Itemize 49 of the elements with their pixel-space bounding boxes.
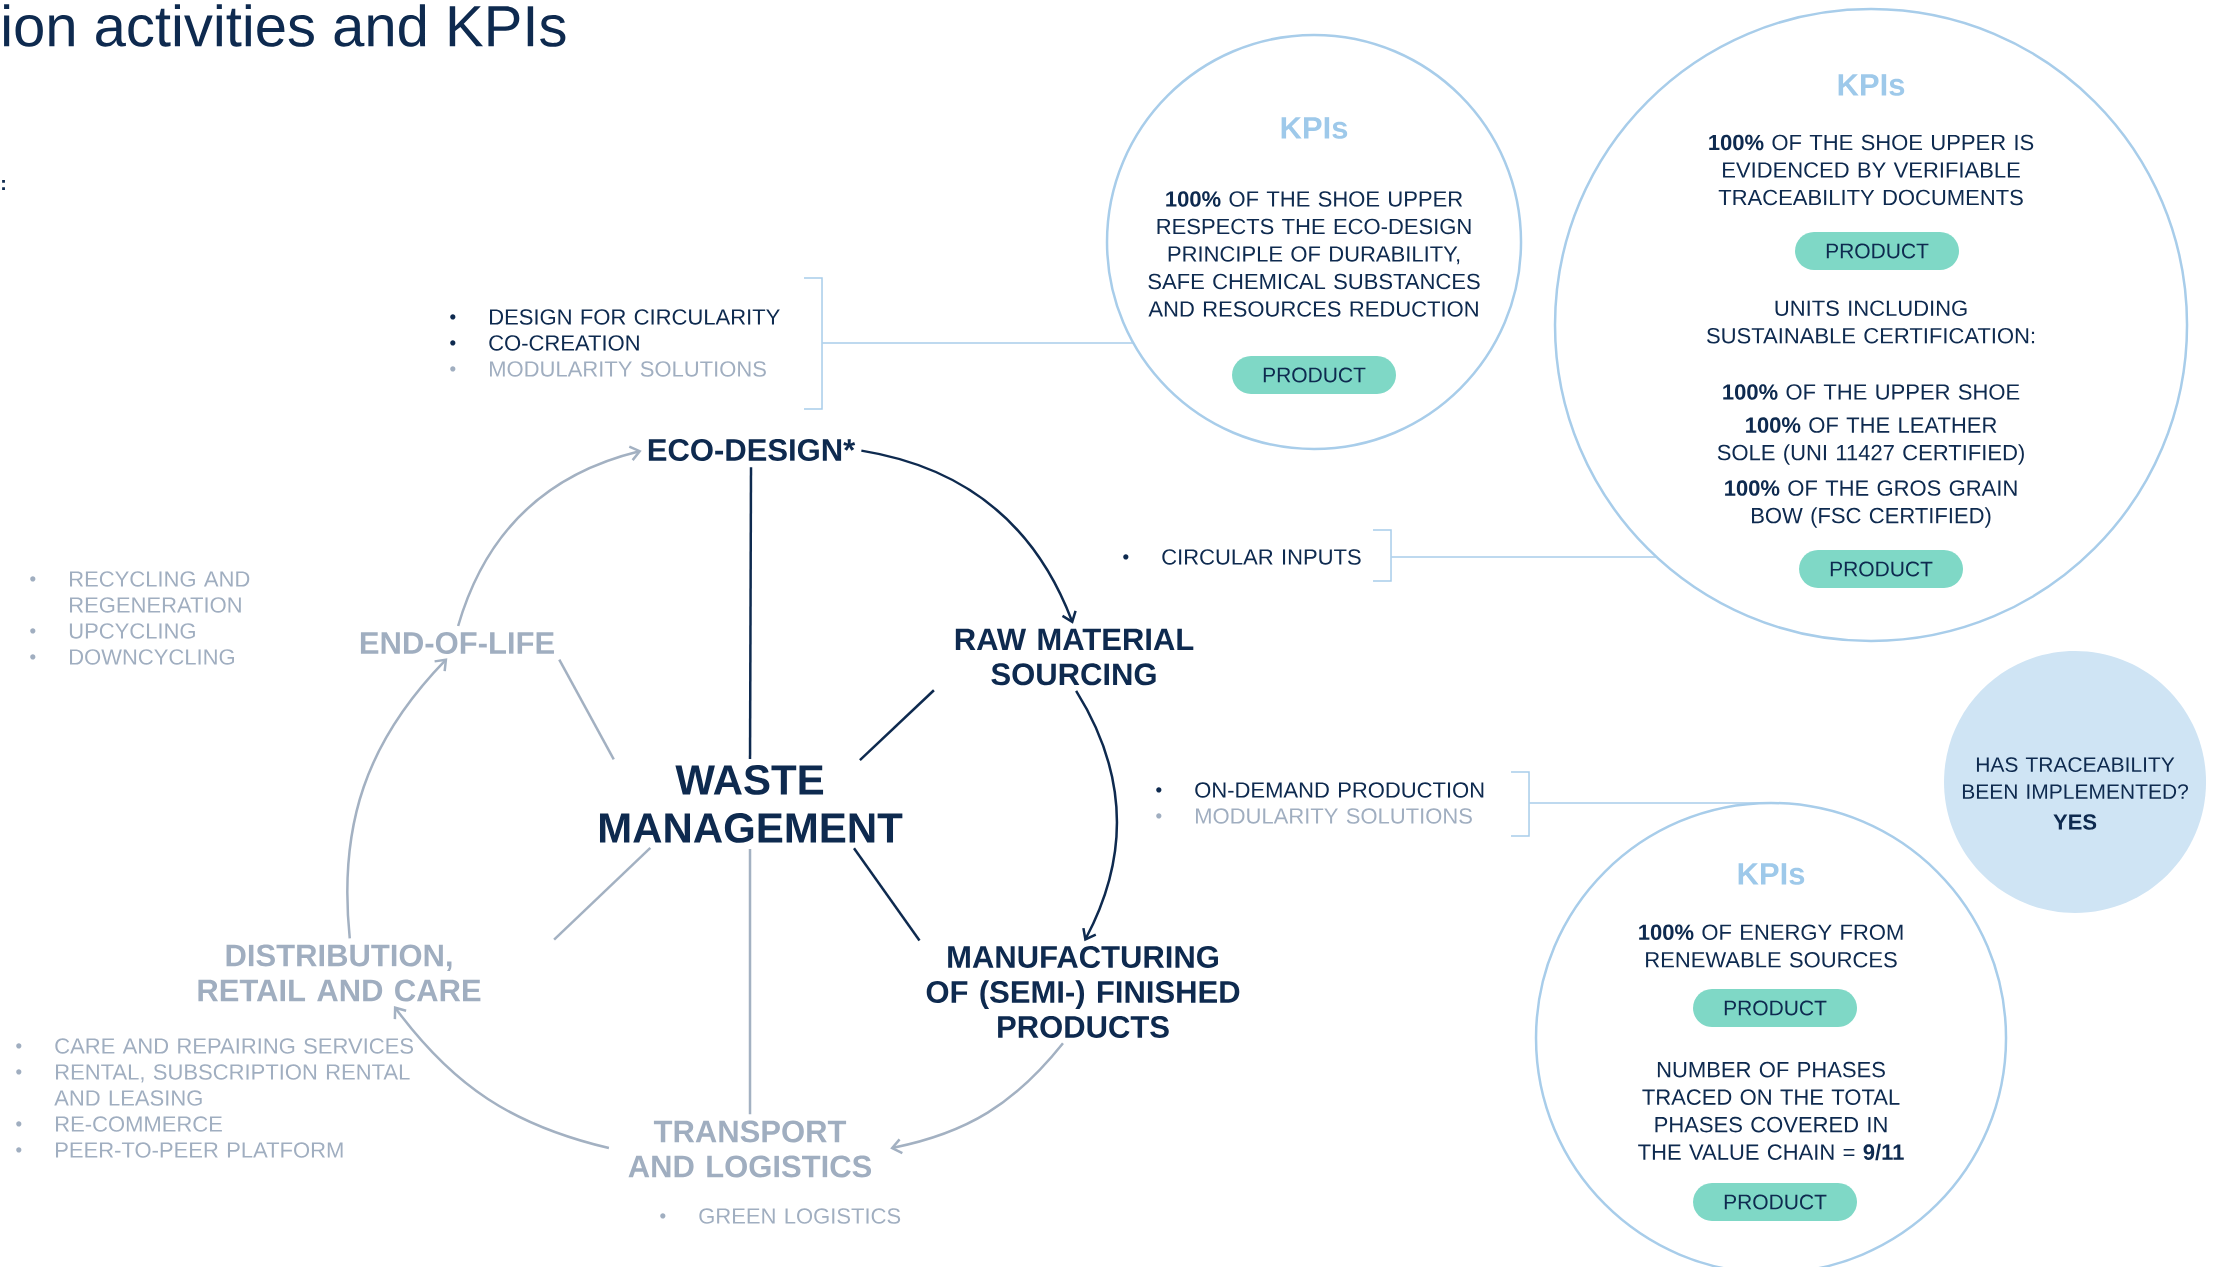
cycle-arrow	[861, 449, 1077, 624]
bullet-list: CARE AND REPAIRING SERVICES RENTAL, SUBSCRIPTION RENTAL AND LEASING RE-COMMERCE PEER-TO-PEER PLATFORM	[16, 1038, 413, 1158]
product-tag: PRODUCT	[1232, 356, 1396, 394]
connector-line	[821, 342, 1135, 344]
stage-label: RAW MATERIAL SOURCING	[955, 628, 1194, 686]
bullet-list: ON-DEMAND PRODUCTION MODULARITY SOLUTIONS	[1156, 782, 1484, 824]
cycle-arrow	[1075, 690, 1118, 942]
product-tag: PRODUCT	[1693, 1183, 1857, 1221]
stage-label: TRANSPORT AND LOGISTICS	[628, 1120, 872, 1178]
label-fragment: :	[2, 179, 5, 191]
node-label: PEER-TO-PEER PLATFORM	[56, 1142, 343, 1158]
stage-label: WASTE MANAGEMENT	[600, 765, 903, 843]
node-label: CARE AND REPAIRING SERVICES	[55, 1038, 413, 1054]
cycle-arrow	[456, 445, 642, 627]
spoke-line	[558, 659, 615, 760]
bullet-list: GREEN LOGISTICS	[660, 1208, 901, 1224]
node-label: MODULARITY SOLUTIONS	[1196, 808, 1472, 824]
node-label: DESIGN FOR CIRCULARITY	[490, 309, 780, 325]
product-tag: PRODUCT	[1693, 989, 1857, 1027]
node-label: CO-CREATION	[489, 335, 639, 351]
product-tag: PRODUCT	[1795, 232, 1960, 270]
spoke-line	[553, 846, 652, 941]
stage-label: ECO-DESIGN*	[648, 439, 856, 461]
cycle-arrow	[346, 658, 448, 939]
stage-label: MANUFACTURING OF (SEMI-) FINISHED PRODUCTS	[926, 946, 1240, 1038]
cycle-arrow	[393, 1006, 610, 1150]
spoke-line	[748, 467, 753, 759]
node-label: RENTAL, SUBSCRIPTION RENTAL AND LEASING	[54, 1064, 410, 1106]
node-label: UPCYCLING	[69, 623, 195, 639]
node-label: ON-DEMAND PRODUCTION	[1195, 782, 1484, 798]
bullet-list: DESIGN FOR CIRCULARITY CO-CREATION MODULARITY SOLUTIONS	[450, 309, 780, 377]
node-label: RECYCLING AND REGENERATION	[70, 571, 250, 613]
node-label: DOWNCYCLING	[70, 649, 234, 665]
spoke-line	[853, 847, 921, 942]
node-label: MODULARITY SOLUTIONS	[490, 361, 766, 377]
spoke-line	[748, 849, 752, 1115]
stage-label: DISTRIBUTION, RETAIL AND CARE	[198, 944, 481, 1002]
cycle-arrow	[890, 1042, 1064, 1155]
bullet-list: CIRCULAR INPUTS	[1123, 549, 1361, 565]
connector-line	[1528, 802, 1772, 804]
node-label: CIRCULAR INPUTS	[1162, 549, 1361, 565]
node-label: GREEN LOGISTICS	[699, 1208, 901, 1224]
spoke-line	[859, 689, 935, 762]
stage-label: END-OF-LIFE	[360, 632, 554, 654]
title: ion activities and KPIs	[4, 4, 566, 47]
node-label: RE-COMMERCE	[56, 1116, 222, 1132]
product-tag: PRODUCT	[1799, 550, 1963, 588]
bullet-list: RECYCLING AND REGENERATION UPCYCLING DOWNCYCLING	[30, 571, 250, 665]
connector-line	[1390, 556, 1658, 558]
